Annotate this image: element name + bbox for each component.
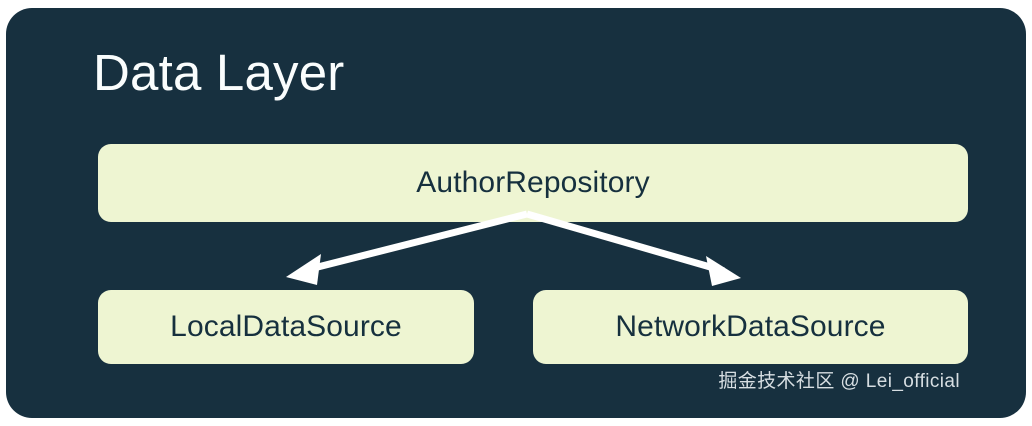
node-label-network-data-source: NetworkDataSource xyxy=(615,310,886,343)
node-author-repository[interactable]: AuthorRepository xyxy=(98,144,968,222)
watermark-text: 掘金技术社区 @ Lei_official xyxy=(718,371,960,392)
page-title: Data Layer xyxy=(93,44,345,101)
node-label-local-data-source: LocalDataSource xyxy=(170,310,402,343)
node-network-data-source[interactable]: NetworkDataSource xyxy=(533,290,968,364)
data-layer-card: Data Layer AuthorRepository LocalDataSou… xyxy=(6,8,1026,418)
node-local-data-source[interactable]: LocalDataSource xyxy=(98,290,474,364)
node-label-author-repository: AuthorRepository xyxy=(416,166,650,199)
